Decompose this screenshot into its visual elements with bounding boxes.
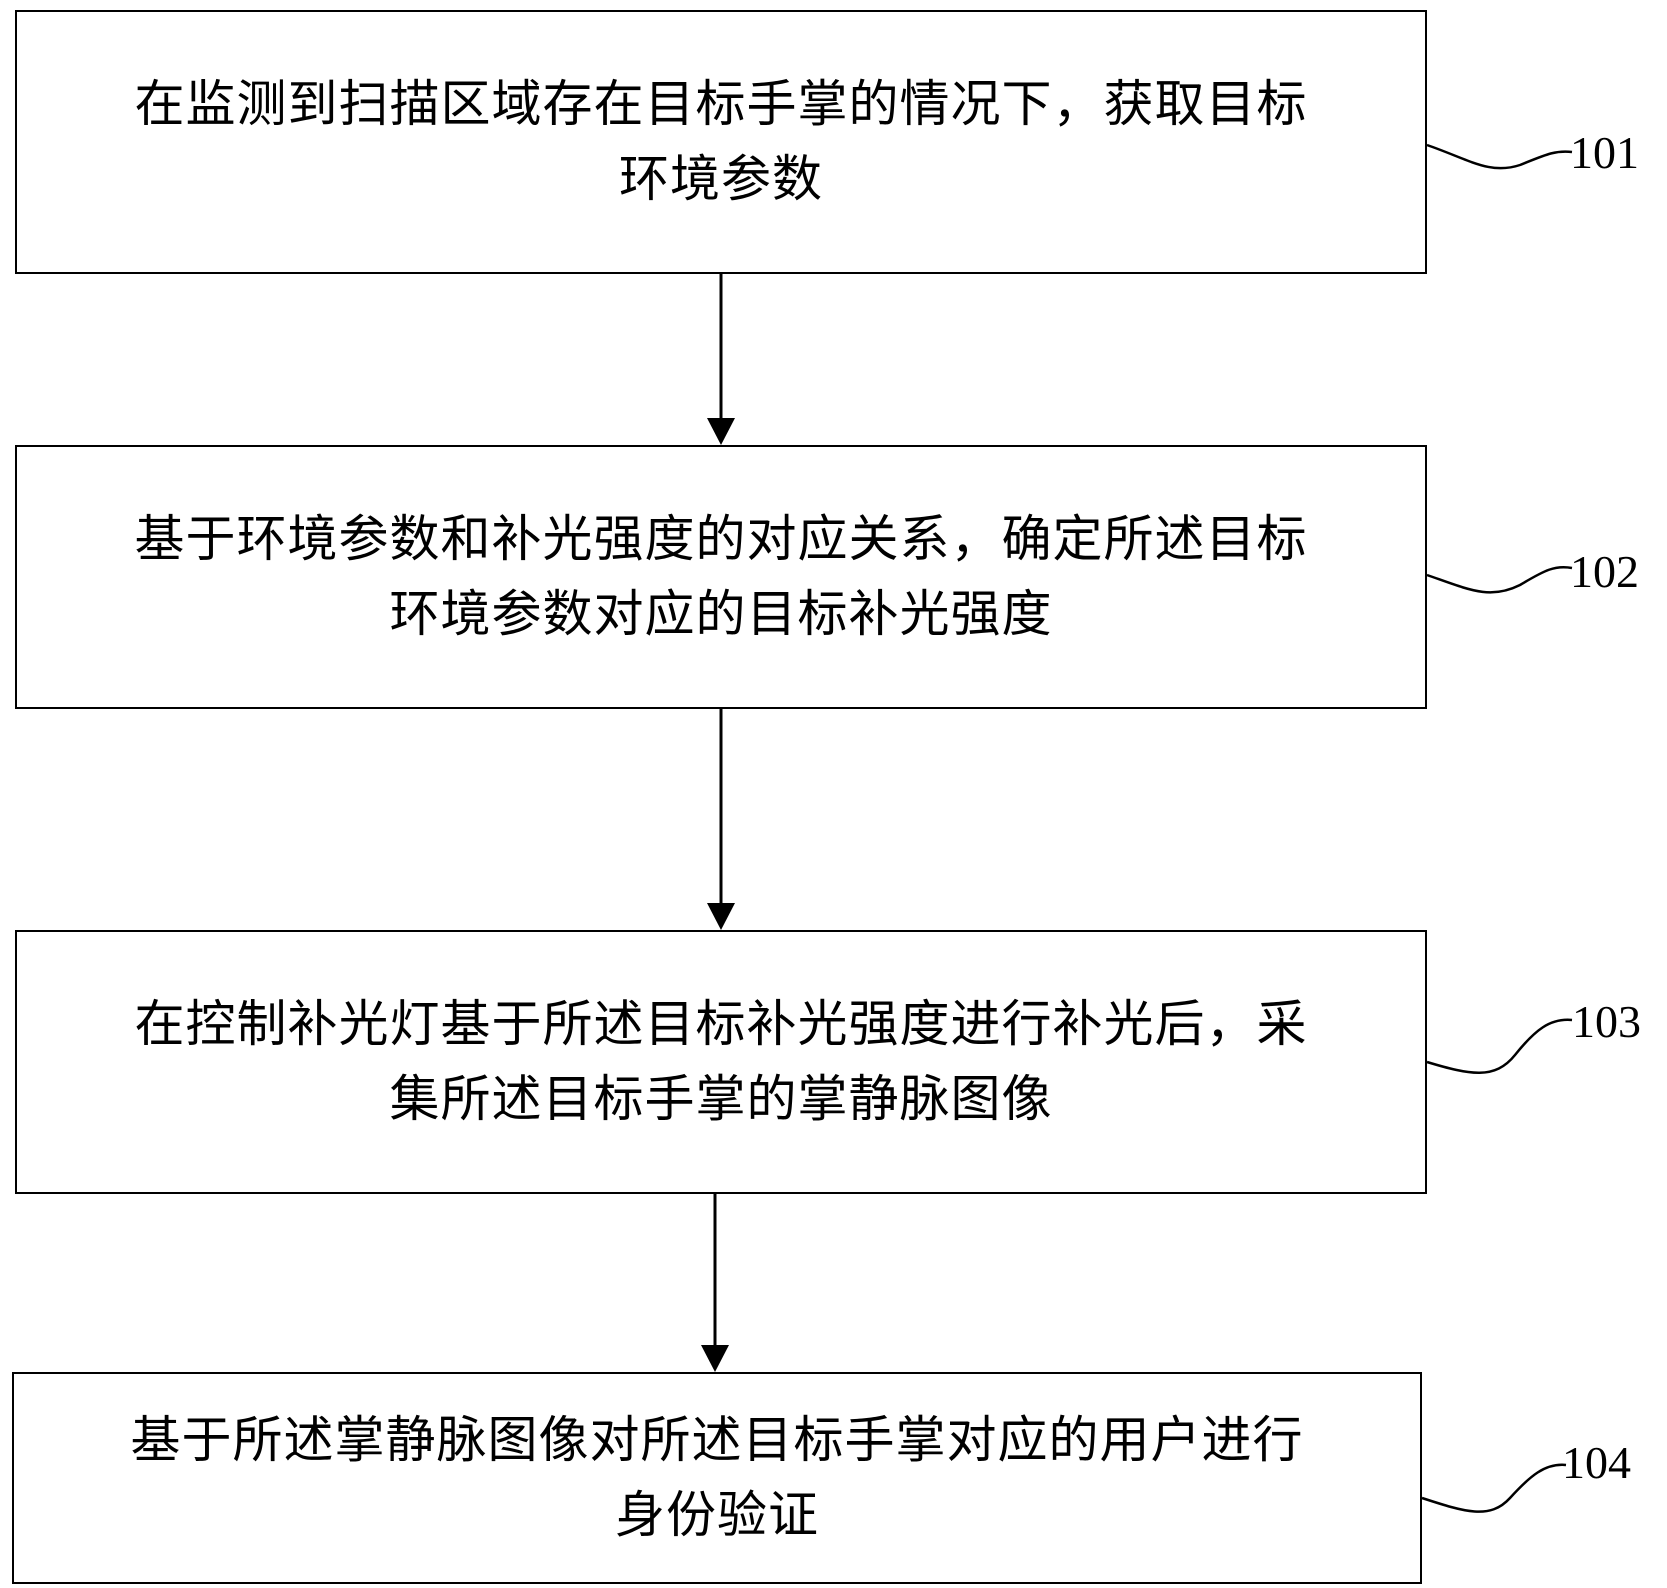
step-103-line-2: 集所述目标手掌的掌静脉图像 [389, 1070, 1053, 1128]
step-102-line-2: 环境参数对应的目标补光强度 [389, 585, 1053, 643]
leader-line-102 [1426, 566, 1573, 594]
ref-label-102: 102 [1570, 546, 1639, 597]
step-104-line-1: 基于所述掌静脉图像对所述目标手掌对应的用户进行 [130, 1411, 1304, 1469]
step-box-102: 基于环境参数和补光强度的对应关系，确定所述目标 环境参数对应的目标补光强度 [15, 445, 1427, 709]
ref-label-104: 104 [1562, 1437, 1631, 1488]
step-104-line-2: 身份验证 [615, 1486, 819, 1544]
step-text-103: 在控制补光灯基于所述目标补光强度进行补光后，采 集所述目标手掌的掌静脉图像 [43, 987, 1399, 1137]
step-103-line-1: 在控制补光灯基于所述目标补光强度进行补光后，采 [134, 995, 1308, 1053]
ref-label-101: 101 [1570, 127, 1639, 178]
arrow-103-to-104 [701, 1194, 729, 1372]
step-101-line-1: 在监测到扫描区域存在目标手掌的情况下，获取目标 [134, 75, 1308, 133]
leader-line-104 [1421, 1463, 1567, 1513]
step-text-101: 在监测到扫描区域存在目标手掌的情况下，获取目标 环境参数 [43, 67, 1399, 217]
arrow-101-to-102 [707, 274, 735, 445]
step-box-104: 基于所述掌静脉图像对所述目标手掌对应的用户进行 身份验证 [12, 1372, 1422, 1584]
leader-line-101 [1426, 143, 1573, 170]
ref-label-103: 103 [1572, 996, 1641, 1047]
step-text-102: 基于环境参数和补光强度的对应关系，确定所述目标 环境参数对应的目标补光强度 [43, 502, 1399, 652]
step-text-104: 基于所述掌静脉图像对所述目标手掌对应的用户进行 身份验证 [40, 1403, 1394, 1553]
leader-line-103 [1426, 1018, 1573, 1074]
step-box-103: 在控制补光灯基于所述目标补光强度进行补光后，采 集所述目标手掌的掌静脉图像 [15, 930, 1427, 1194]
step-box-101: 在监测到扫描区域存在目标手掌的情况下，获取目标 环境参数 [15, 10, 1427, 274]
step-102-line-1: 基于环境参数和补光强度的对应关系，确定所述目标 [134, 510, 1308, 568]
step-101-line-2: 环境参数 [619, 150, 823, 208]
arrow-102-to-103 [707, 709, 735, 930]
